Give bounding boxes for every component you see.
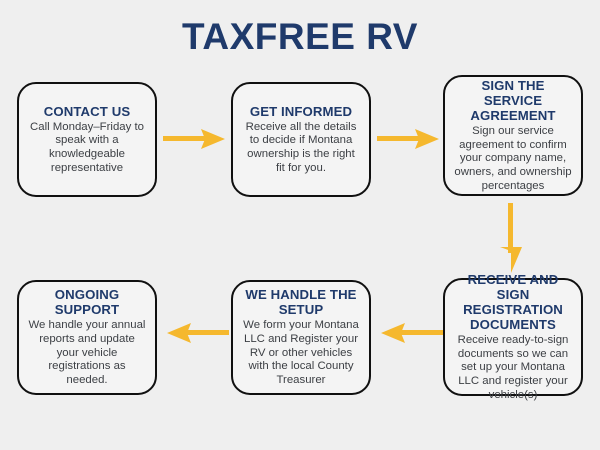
flow-step-body: We form your Montana LLC and Register yo…: [243, 319, 359, 387]
flow-step-contact-us: CONTACT US Call Monday–Friday to speak w…: [17, 82, 157, 197]
arrow-right-icon: [377, 128, 439, 150]
flow-step-body: We handle your annual reports and update…: [28, 319, 146, 387]
flow-step-get-informed: GET INFORMED Receive all the details to …: [231, 82, 371, 197]
arrow-right-icon: [163, 128, 225, 150]
arrow-left-icon: [381, 322, 443, 344]
flow-step-sign-service-agreement: SIGN THE SERVICE AGREEMENT Sign our serv…: [443, 75, 583, 196]
flow-step-title: RECEIVE AND SIGN REGISTRATION DOCUMENTS: [463, 271, 563, 332]
flow-step-receive-sign-registration-documents: RECEIVE AND SIGN REGISTRATION DOCUMENTS …: [443, 272, 583, 401]
arrow-down-icon: [499, 203, 523, 273]
flow-step-title: SIGN THE SERVICE AGREEMENT: [470, 77, 556, 123]
flow-step-body: Receive all the details to decide if Mon…: [245, 120, 357, 174]
flow-step-title: ONGOING SUPPORT: [54, 287, 120, 318]
flow-step-body: Call Monday–Friday to speak with a knowl…: [30, 120, 144, 174]
flow-step-body: Receive ready-to-sign documents so we ca…: [457, 333, 569, 401]
flow-step-body: Sign our service agreement to confirm yo…: [454, 124, 572, 192]
arrow-left-icon: [167, 322, 229, 344]
page-title: TAXFREE RV: [182, 16, 418, 57]
flow-step-we-handle-the-setup: WE HANDLE THE SETUP We form your Montana…: [231, 280, 371, 395]
flow-step-ongoing-support: ONGOING SUPPORT We handle your annual re…: [17, 280, 157, 395]
flow-step-title: CONTACT US: [43, 103, 131, 119]
flow-step-title: GET INFORMED: [249, 103, 353, 119]
flow-step-title: WE HANDLE THE SETUP: [245, 287, 357, 318]
